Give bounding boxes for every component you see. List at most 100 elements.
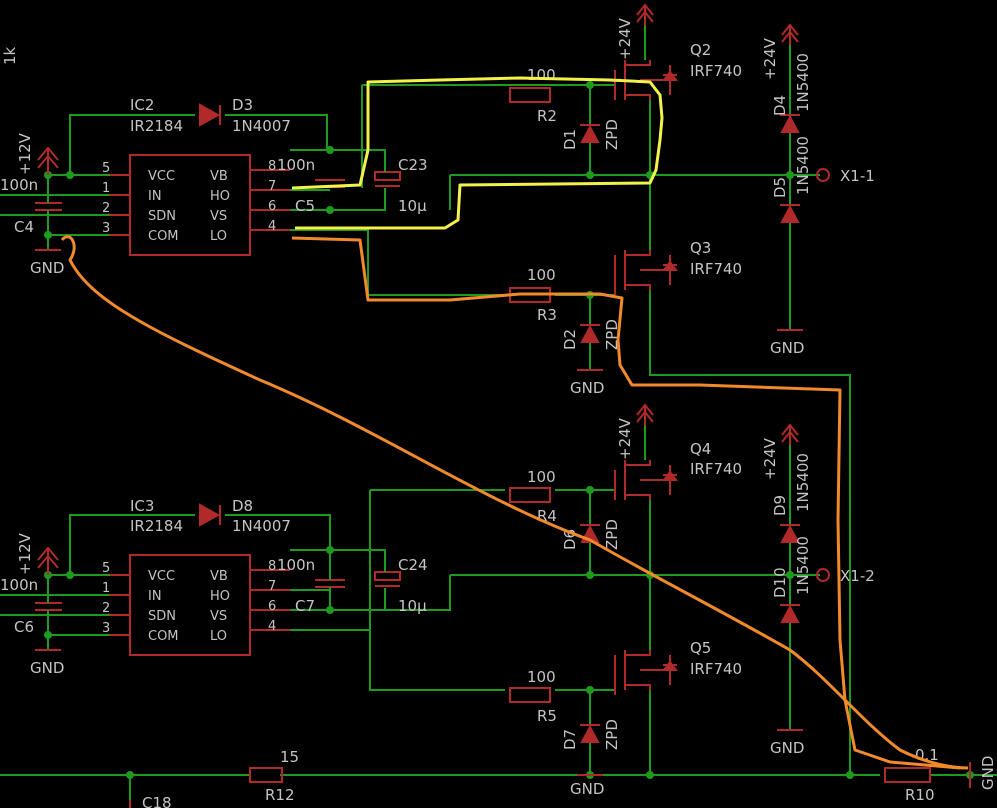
d2-value: ZPD — [603, 319, 621, 350]
r2-name: R2 — [537, 107, 557, 125]
gnd-symbols — [35, 249, 971, 808]
d4-symbol — [780, 114, 800, 133]
r3-name: R3 — [537, 306, 557, 324]
ic3-value: IR2184 — [130, 517, 183, 535]
r12-symbol — [249, 767, 283, 783]
c6-symbol — [35, 595, 62, 615]
r4-value: 100 — [527, 468, 556, 486]
p24v-label-2: +24V — [761, 37, 779, 80]
gnd-label-5: GND — [570, 780, 604, 798]
d1-symbol — [580, 124, 600, 143]
x11-label: X1-1 — [840, 167, 875, 185]
d2-name: D2 — [561, 329, 579, 350]
ic2-pin-ho: HO — [210, 189, 230, 204]
ic3-pin-com: COM — [148, 629, 179, 644]
d1-value: ZPD — [603, 119, 621, 150]
ic2-pin-in: IN — [148, 189, 162, 204]
r12-value: 15 — [280, 748, 299, 766]
d6-value: ZPD — [603, 519, 621, 550]
c7-name: C7 — [295, 597, 315, 615]
r5-symbol — [509, 687, 551, 703]
d4-value: 1N5400 — [794, 53, 812, 112]
x12-label: X1-2 — [840, 567, 875, 585]
ic2-num-1: 1 — [102, 181, 110, 196]
ic3-pin-ho: HO — [210, 589, 230, 604]
gnd-label-6: GND — [770, 739, 804, 757]
c4-value: 100n — [0, 176, 38, 194]
ic2-pin-vb: VB — [210, 169, 228, 184]
ic2-pin-sdn: SDN — [148, 209, 176, 224]
ic3-num-5: 5 — [102, 561, 110, 576]
d7-symbol — [580, 724, 600, 743]
ic3-num-3: 3 — [102, 621, 110, 636]
ic3-num-1: 1 — [102, 581, 110, 596]
c5-name: C5 — [295, 197, 315, 215]
ic2-num-7: 7 — [268, 179, 276, 194]
ic3-num-4: 4 — [268, 619, 276, 634]
d8-name: D8 — [232, 497, 253, 515]
d2-symbol — [580, 324, 600, 343]
ic3-pin-vb: VB — [210, 569, 228, 584]
c23-symbol — [374, 150, 401, 210]
ic3-pin-in: IN — [148, 589, 162, 604]
supply-arrows — [37, 3, 799, 575]
q3-name: Q3 — [690, 239, 711, 257]
q2-name: Q2 — [690, 41, 711, 59]
orange-highlight-curve-2 — [60, 235, 969, 770]
c6-value: 100n — [0, 576, 38, 594]
d10-symbol — [780, 604, 800, 623]
c23-name: C23 — [398, 156, 428, 174]
ic2-pin-vs: VS — [210, 209, 227, 224]
ic2-num-8: 8 — [268, 159, 276, 174]
p24v-label-1: +24V — [616, 17, 634, 60]
gnd-label-4: GND — [30, 659, 64, 677]
d8-value: 1N4007 — [232, 517, 291, 535]
c7-symbol — [315, 550, 345, 610]
r5-name: R5 — [537, 707, 557, 725]
p12v-label-2: +12V — [16, 532, 34, 575]
c24-symbol — [374, 560, 401, 610]
junctions — [44, 81, 974, 779]
ic3-num-7: 7 — [268, 579, 276, 594]
p12v-label-1: +12V — [16, 132, 34, 175]
d3-name: D3 — [232, 96, 253, 114]
r10-symbol — [884, 767, 931, 783]
d4-name: D4 — [771, 95, 789, 116]
d7-value: ZPD — [603, 719, 621, 750]
d10-value: 1N5400 — [794, 536, 812, 595]
ic2-pin-vcc: VCC — [148, 169, 175, 184]
stray-1k-label: 1k — [1, 46, 19, 65]
c4-name: C4 — [14, 218, 34, 236]
ic2-pin-lo: LO — [210, 229, 227, 244]
r5-value: 100 — [527, 668, 556, 686]
c7-value: 100n — [277, 556, 315, 574]
c5-value: 100n — [277, 156, 315, 174]
r4-symbol — [509, 487, 551, 503]
q4-name: Q4 — [690, 440, 711, 458]
q5-value: IRF740 — [690, 660, 742, 678]
d1-name: D1 — [561, 129, 579, 150]
ic3-pin-lo: LO — [210, 629, 227, 644]
ic3-num-6: 6 — [268, 599, 276, 614]
d10-name: D10 — [771, 567, 789, 598]
ic2-num-6: 6 — [268, 199, 276, 214]
r12-name: R12 — [265, 786, 295, 804]
d5-name: D5 — [771, 177, 789, 198]
orange-highlight-curve-1 — [291, 236, 961, 770]
d3-value: 1N4007 — [232, 117, 291, 135]
d9-name: D9 — [771, 495, 789, 516]
q2-value: IRF740 — [690, 62, 742, 80]
r3-value: 100 — [527, 266, 556, 284]
q3-value: IRF740 — [690, 260, 742, 278]
ic3-pin-vcc: VCC — [148, 569, 175, 584]
ic2-num-3: 3 — [102, 221, 110, 236]
d5-value: 1N5400 — [794, 136, 812, 195]
q3-symbol — [614, 250, 678, 295]
ic3-pin-vs: VS — [210, 609, 227, 624]
c23-value: 10µ — [398, 197, 427, 215]
d9-symbol — [780, 524, 800, 543]
d9-value: 1N5400 — [794, 453, 812, 512]
c18-name: C18 — [142, 794, 172, 808]
c4-symbol — [35, 195, 62, 215]
ic3-symbol — [110, 554, 290, 656]
